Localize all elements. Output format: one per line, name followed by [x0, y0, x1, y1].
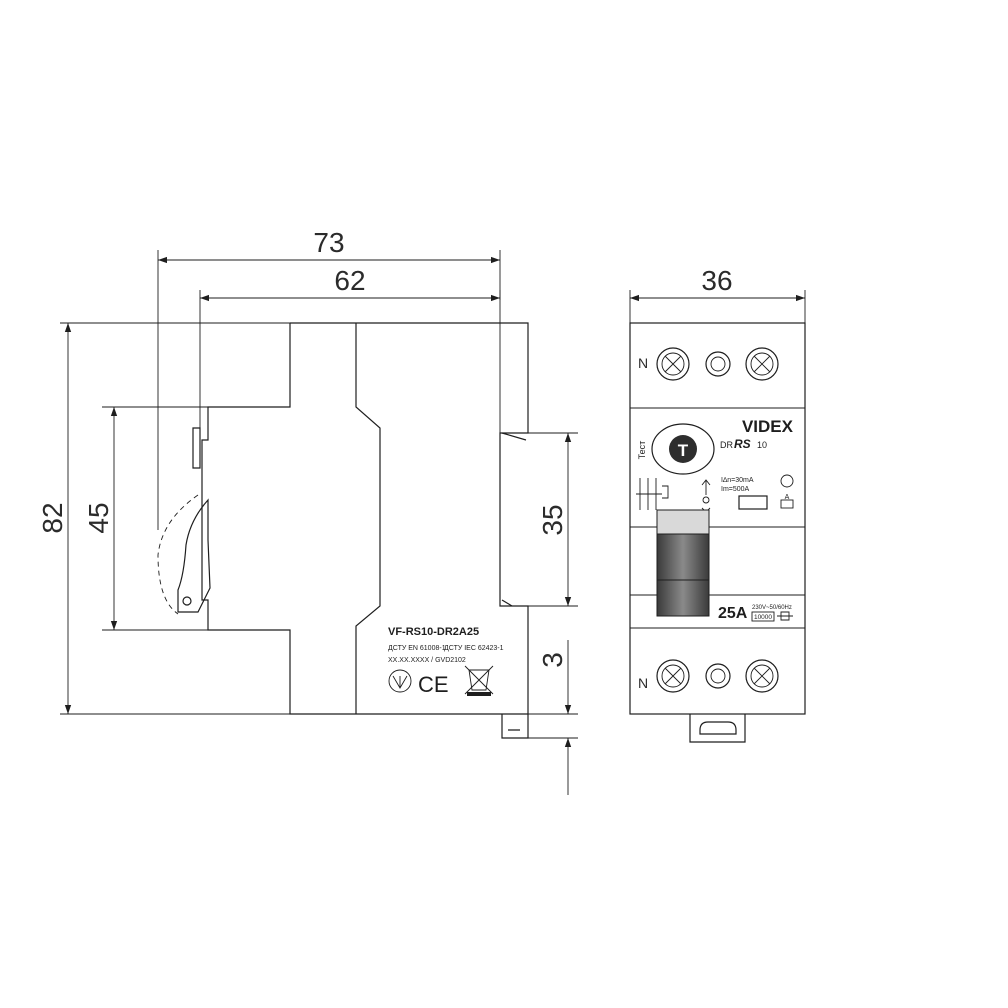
screw-terminal-icon [745, 347, 779, 381]
type-label: A [785, 494, 790, 501]
dim-73-label: 73 [313, 227, 344, 258]
side-toggle-arc [157, 494, 199, 615]
dim-82-label: 82 [37, 502, 68, 533]
brand-logo: VIDEX [742, 417, 794, 436]
indicator-ring-icon [705, 351, 731, 377]
type-symbol-icon [780, 499, 794, 509]
test-button-housing [651, 423, 715, 475]
screw-terminal-icon [656, 659, 690, 693]
series-name: RS [734, 437, 751, 451]
side-view: VF-RS10-DR2A25 ДСТУ EN 61008-1 ДСТУ IEC … [157, 322, 529, 739]
series-suffix: 10 [757, 440, 767, 450]
screw-terminal-icon [656, 347, 690, 381]
side-body-step [355, 323, 381, 714]
side-standard-1: ДСТУ EN 61008-1 [388, 645, 446, 652]
front-din-clip [689, 714, 746, 743]
series-prefix: DR [720, 440, 733, 450]
weee-bin-icon [464, 665, 494, 696]
front-body-outline [629, 322, 806, 715]
dim-3-label: 3 [537, 652, 568, 668]
dim-35-label: 35 [537, 504, 568, 535]
side-code: XX.XX.XXXX / GVD2102 [388, 657, 466, 664]
status-window [738, 495, 768, 510]
dim-62-label: 62 [334, 265, 365, 296]
side-top-tab [192, 427, 201, 469]
indicator-ring-icon [705, 663, 731, 689]
current-rating: 25A [718, 605, 748, 622]
rating-idn: I∆n=30mA [721, 477, 754, 484]
dim-36-label: 36 [701, 265, 732, 296]
dim-45-label: 45 [83, 502, 114, 533]
screw-terminal-icon [745, 659, 779, 693]
ce-mark: CE [418, 672, 449, 697]
front-view: N VIDEX DR RS 10 Тест T [629, 322, 806, 743]
front-dimensions: 36 [629, 265, 806, 323]
side-toggle-lever [177, 498, 211, 613]
side-front-protrusion [201, 406, 248, 631]
side-dimensions: 73 62 82 45 35 3 [37, 227, 578, 795]
side-din-clip [501, 432, 529, 739]
terminal-label-bottom: N [638, 675, 648, 691]
temperature-icon [780, 474, 794, 488]
rating-im: Im=500A [721, 486, 750, 493]
test-button-letter: T [678, 441, 689, 460]
side-standard-2: ДСТУ IEC 62423-1 [444, 645, 504, 652]
voltage-rating: 230V~50/60Hz [752, 605, 792, 611]
side-toggle-pivot [182, 596, 192, 606]
breaking-capacity-box [751, 611, 775, 622]
direction-indicator-icon [701, 479, 711, 513]
test-button[interactable] [669, 435, 697, 463]
ua-mark-check-icon [392, 675, 408, 689]
test-label: Тест [637, 441, 647, 460]
fuse-symbol-icon [777, 611, 793, 621]
side-body-outline [248, 322, 529, 715]
side-model-label: VF-RS10-DR2A25 [388, 626, 479, 638]
breaking-capacity: 10000 [754, 614, 772, 621]
ua-mark-icon [388, 669, 412, 693]
wiring-schematic-icon [636, 478, 669, 510]
terminal-label-top: N [638, 355, 648, 371]
toggle-lever-cap [656, 509, 710, 535]
